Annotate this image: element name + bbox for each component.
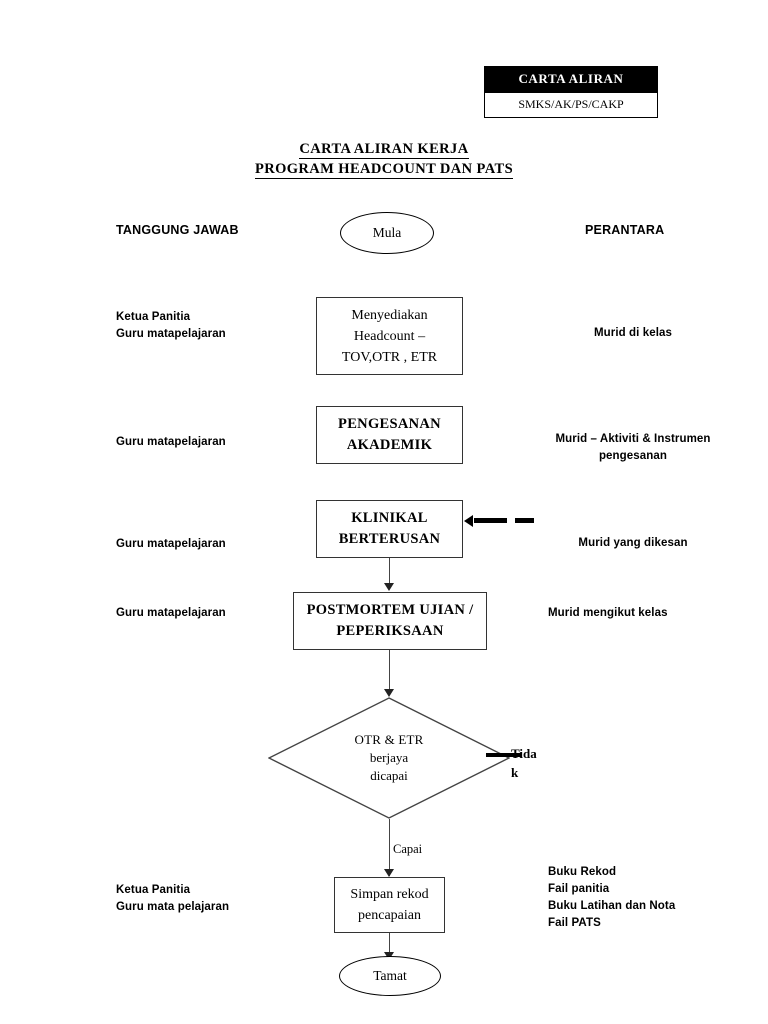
flow-node-klinikal-berterusan[interactable]: KLINIKAL BERTERUSAN xyxy=(316,500,463,558)
medium-label-record: Buku Rekod Fail panitia Buku Latihan dan… xyxy=(548,866,676,929)
flow-node-postmortem[interactable]: POSTMORTEM UJIAN / PEPERIKSAAN xyxy=(293,592,487,650)
responsible-label-record: Ketua Panitia Guru mata pelajaran xyxy=(116,884,230,913)
medium-label-step2: Murid – Aktiviti & Instrumen pengesanan xyxy=(555,433,711,462)
flow-node-simpan-rekod[interactable]: Simpan rekod pencapaian xyxy=(334,877,445,933)
stamp-title: CARTA ALIRAN xyxy=(485,67,657,92)
flow-node-end[interactable]: Tamat xyxy=(339,956,441,996)
responsible-label-step4: Guru matapelajaran xyxy=(116,607,226,619)
column-heading-responsible: TANGGUNG JAWAB xyxy=(116,223,239,237)
flow-node-start[interactable]: Mula xyxy=(340,212,434,254)
column-heading-medium: PERANTARA xyxy=(585,223,665,237)
medium-label-step1: Murid di kelas xyxy=(593,327,673,339)
page-title-line2: PROGRAM HEADCOUNT DAN PATS xyxy=(254,161,514,179)
responsible-label-step3: Guru matapelajaran xyxy=(116,538,226,550)
connector-arrowhead-icon-2 xyxy=(384,689,394,697)
responsible-label-step1: Ketua Panitia Guru matapelajaran xyxy=(116,311,226,340)
flow-node-headcount[interactable]: Menyediakan Headcount – TOV,OTR , ETR xyxy=(316,297,463,375)
connector-record-to-end xyxy=(389,933,390,955)
stamp-code: SMKS/AK/PS/CAKP xyxy=(485,92,657,117)
document-stamp: CARTA ALIRAN SMKS/AK/PS/CAKP xyxy=(484,66,658,118)
flow-node-decision[interactable]: OTR & ETR berjaya dicapai xyxy=(268,697,510,819)
decision-branch-no-label: Tida k xyxy=(511,746,537,780)
decision-branch-no-line xyxy=(486,753,522,757)
connector-arrowhead-icon-1 xyxy=(384,583,394,591)
feedback-dash-segment-1 xyxy=(474,518,507,523)
page-title: CARTA ALIRAN KERJA PROGRAM HEADCOUNT DAN… xyxy=(0,140,768,179)
feedback-dash-segment-2 xyxy=(515,518,534,523)
decision-diamond-shape xyxy=(268,697,510,819)
connector-arrowhead-icon-3 xyxy=(384,869,394,877)
responsible-label-step2: Guru matapelajaran xyxy=(116,436,226,448)
feedback-arrowhead-icon xyxy=(464,515,473,527)
decision-branch-yes-label: Capai xyxy=(393,842,423,856)
connector-postmortem-to-decision xyxy=(389,650,390,692)
page-title-line1: CARTA ALIRAN KERJA xyxy=(299,141,469,159)
connector-klinikal-to-postmortem xyxy=(389,558,390,586)
medium-label-step3: Murid yang dikesan xyxy=(578,537,688,549)
flow-node-pengesanan-akademik[interactable]: PENGESANAN AKADEMIK xyxy=(316,406,463,464)
decision-branch-yes-line xyxy=(389,819,390,876)
medium-label-step4: Murid mengikut kelas xyxy=(548,607,668,619)
